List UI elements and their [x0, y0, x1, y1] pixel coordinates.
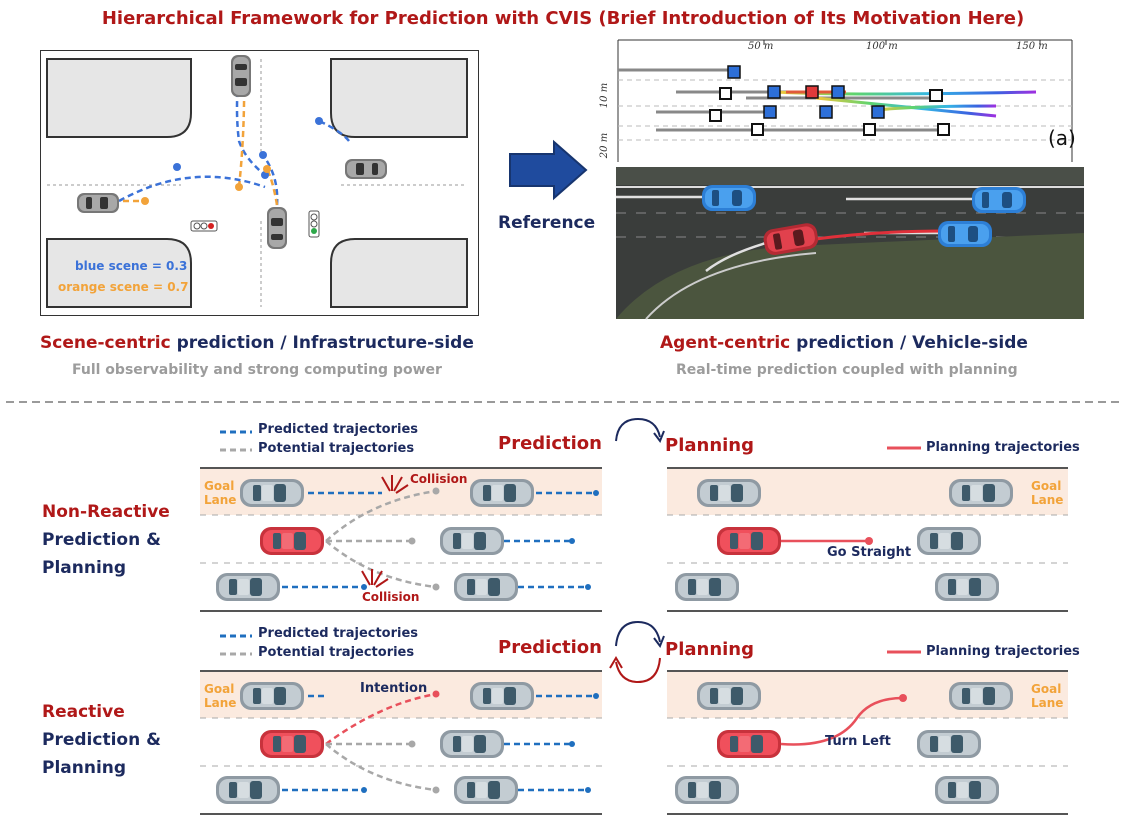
row1-legend-lines: [220, 430, 252, 452]
figure-title: Hierarchical Framework for Prediction wi…: [101, 8, 1025, 29]
reference-arrow-icon: [509, 139, 588, 201]
row1-planning-label: Planning: [665, 435, 755, 456]
y-tick-10: 10 m: [599, 82, 611, 109]
y-tick-20: 20 m: [599, 132, 611, 159]
x-tick-50: 50 m: [748, 41, 774, 52]
row1-right-road: Goal Lane Go Straight: [667, 467, 1068, 612]
row1-collision-bottom: Collision: [362, 590, 420, 604]
row2-intention-label: Intention: [360, 681, 428, 696]
scene-centric-rest: prediction / Infrastructure-side: [170, 333, 474, 353]
agent-centric-label: Agent-centric: [660, 333, 791, 353]
lane-text: Lane: [204, 493, 237, 507]
panel-tag: (a): [1048, 126, 1076, 150]
row2-label-line3: Planning: [42, 758, 127, 778]
goal-text: Goal: [204, 479, 235, 493]
scene-centric-subtitle: Full observability and strong computing …: [72, 362, 442, 378]
row1-action-label: Go Straight: [827, 545, 912, 560]
row1-label-red: Non-Reactive: [42, 502, 170, 522]
scene-centric-label: Scene-centric: [40, 333, 171, 353]
row2-label-red: Reactive: [42, 702, 125, 722]
row2-legend-potential: Potential trajectories: [258, 645, 415, 660]
agent-centric-heading: Agent-centric prediction / Vehicle-side: [660, 333, 1028, 353]
goal-text: Goal: [1031, 479, 1062, 493]
orange-scene-probability: orange scene = 0.7: [58, 280, 189, 294]
aerial-road-image: [616, 167, 1084, 320]
goal-text: Goal: [1031, 682, 1062, 696]
row2-left-road: Goal Lane Intention: [200, 670, 602, 815]
row2-legend-predicted: Predicted trajectories: [258, 626, 419, 641]
blue-scene-probability: blue scene = 0.3: [75, 259, 188, 273]
row1-side-label: Non-Reactive Prediction & Planning: [42, 498, 170, 582]
row1-collision-top: Collision: [410, 472, 468, 486]
lane-text: Lane: [1031, 696, 1064, 710]
x-tick-150: 150 m: [1016, 41, 1048, 52]
row2-action-label: Turn Left: [825, 734, 891, 749]
agent-centric-rest: prediction / Vehicle-side: [790, 333, 1028, 353]
x-tick-100: 100 m: [866, 41, 898, 52]
row1-cycle-arrow-icon: [615, 417, 665, 444]
row1-planning-legend: Planning trajectories: [926, 440, 1080, 455]
row2-left-goal-lane-label: Goal Lane: [204, 682, 236, 710]
section-divider: [6, 401, 1120, 403]
row2-planning-legend: Planning trajectories: [926, 644, 1080, 659]
row1-legend-potential: Potential trajectories: [258, 441, 415, 456]
row1-label-line3: Planning: [42, 558, 127, 578]
row2-right-goal-lane-label: Goal Lane: [1031, 682, 1063, 710]
row1-collision-top-icon: [381, 475, 409, 494]
row1-planning-legend-line: [887, 446, 921, 450]
row2-legend-lines: [220, 634, 252, 656]
row2-cycle-arrows-icon: [609, 620, 665, 684]
row2-planning-legend-line: [887, 650, 921, 654]
intersection-diagram: [46, 55, 468, 308]
intersection-panel: blue scene = 0.3 orange scene = 0.7: [40, 50, 479, 316]
row2-label-line2: Prediction &: [42, 730, 161, 750]
reference-label: Reference: [498, 213, 596, 233]
row1-collision-bottom-icon: [361, 569, 389, 588]
row2-prediction-label: Prediction: [498, 637, 602, 658]
scene-centric-heading: Scene-centric prediction / Infrastructur…: [40, 333, 474, 353]
row1-left-road: Goal Lane Collision Collision: [200, 467, 602, 612]
row1-legend-predicted: Predicted trajectories: [258, 422, 419, 437]
goal-text: Goal: [204, 682, 235, 696]
agent-centric-subtitle: Real-time prediction coupled with planni…: [676, 362, 1018, 378]
row1-left-goal-lane-label: Goal Lane: [204, 479, 236, 507]
row1-prediction-label: Prediction: [498, 433, 602, 454]
row1-label-line2: Prediction &: [42, 530, 161, 550]
row2-side-label: Reactive Prediction & Planning: [42, 698, 161, 782]
lane-text: Lane: [1031, 493, 1064, 507]
row1-right-goal-lane-label: Goal Lane: [1031, 479, 1063, 507]
lane-text: Lane: [204, 696, 237, 710]
row2-right-road: Goal Lane Turn Left: [667, 670, 1068, 815]
row2-planning-label: Planning: [665, 639, 755, 660]
trajectory-plot: [617, 39, 1073, 162]
